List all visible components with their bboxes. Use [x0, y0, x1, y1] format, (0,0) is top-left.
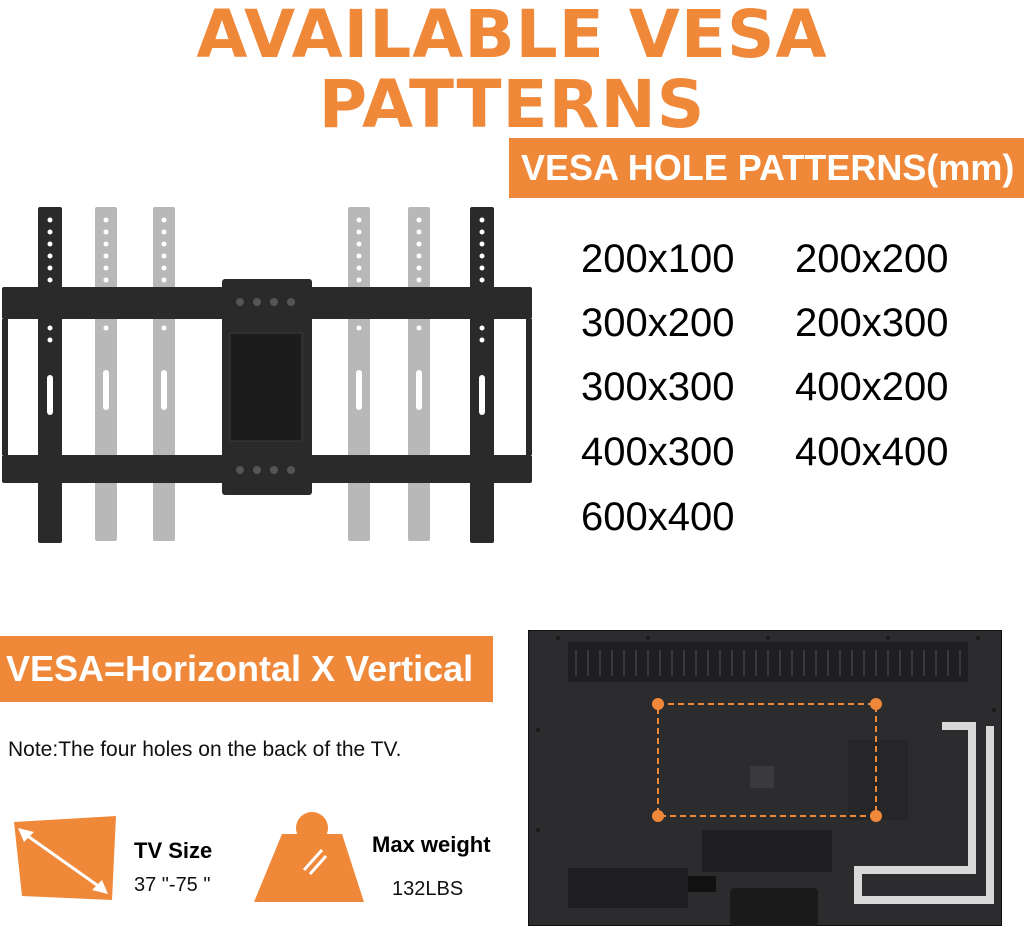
page-title: AVAILABLE VESA PATTERNS [196, 0, 828, 143]
pattern-item: 200x300 [795, 301, 949, 345]
max-weight-value: 132LBS [392, 878, 464, 900]
pattern-item: 300x300 [581, 365, 735, 409]
pattern-item: 400x400 [795, 430, 949, 474]
max-weight-label: Max weight [372, 832, 491, 857]
pattern-item: 300x200 [581, 301, 735, 345]
tv-size-value: 37 "-75 " [134, 874, 211, 896]
tv-back-icon [528, 630, 1002, 926]
vesa-hole-patterns-banner: VESA HOLE PATTERNS(mm) [509, 138, 1024, 198]
note-text: Note:The four holes on the back of the T… [8, 738, 402, 761]
pattern-item: 600x400 [581, 495, 735, 539]
pattern-item: 400x200 [795, 365, 949, 409]
weight-icon [254, 812, 364, 902]
pattern-item: 400x300 [581, 430, 735, 474]
pattern-item: 200x100 [581, 237, 735, 281]
wall-mount-bracket-icon [2, 207, 532, 543]
pattern-item: 200x200 [795, 237, 949, 281]
vesa-formula-banner: VESA=Horizontal X Vertical [0, 636, 493, 702]
tv-size-diagonal-icon [14, 816, 116, 900]
tv-size-label: TV Size [134, 838, 213, 863]
